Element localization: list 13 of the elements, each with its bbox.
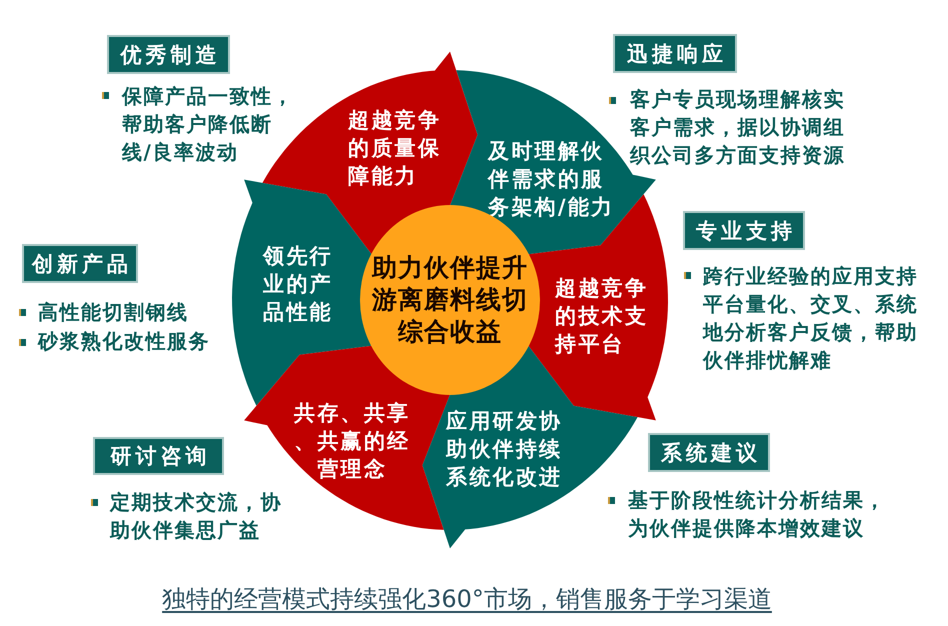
- bullet-text: 定期技术交流，协助伙伴集思广益: [110, 489, 283, 544]
- bullet-text: 保障产品一致性，帮助客户降低断线/良率波动: [122, 83, 295, 166]
- bullet-text: 客户专员现场理解核实客户需求，据以协调组织公司多方面支持资源: [630, 86, 846, 169]
- heading-box: 系统建议: [648, 433, 770, 472]
- bullet-text: 跨行业经验的应用支持平台量化、交叉、系统地分析客户反馈，帮助伙伴排忧解难: [703, 263, 919, 374]
- heading-box: 创新产品: [22, 244, 138, 283]
- heading-box: 专业支持: [683, 211, 805, 250]
- caption: 独特的经营模式持续强化360°市场，销售服务于学习渠道: [162, 584, 772, 614]
- bullet-text: 砂浆熟化改性服务: [38, 328, 210, 355]
- heading-box: 优秀制造: [107, 35, 230, 74]
- heading-box: 研讨咨询: [93, 437, 224, 475]
- bullet-text: 高性能切割钢线: [38, 299, 188, 326]
- heading-box: 迅捷响应: [613, 34, 737, 73]
